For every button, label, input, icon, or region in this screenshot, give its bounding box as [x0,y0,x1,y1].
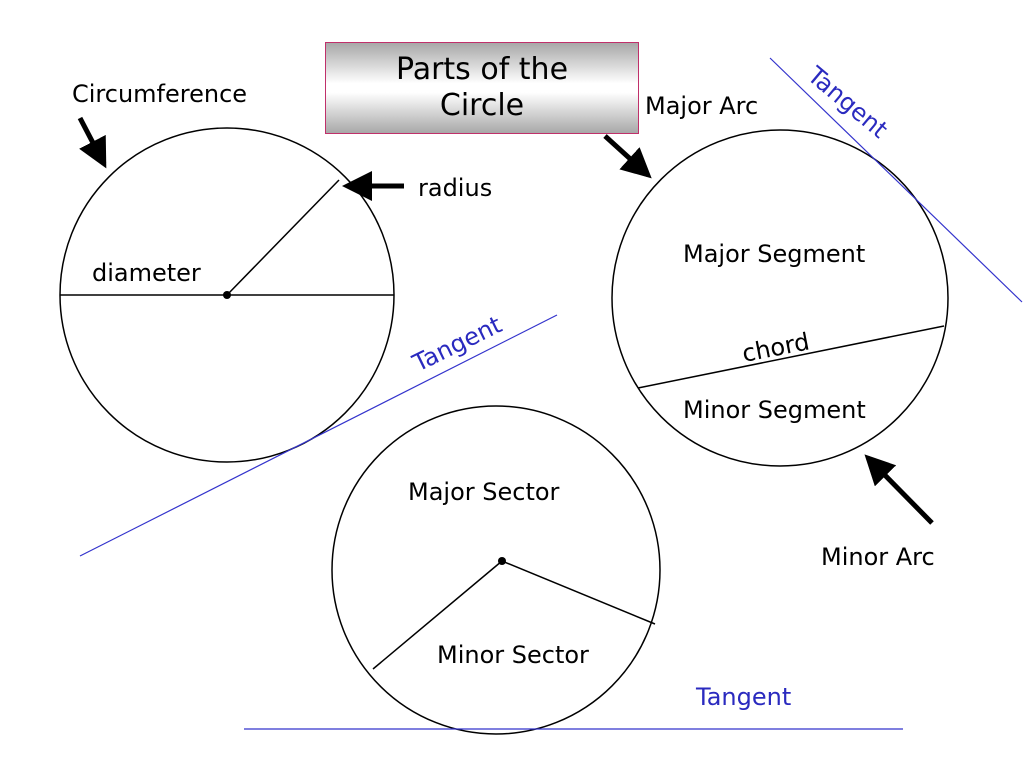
left-center-point [223,291,231,299]
chord-label: chord [740,327,812,367]
right-circle-group: Major Arc Tangent Major Segment chord Mi… [603,57,1023,571]
bottom-center-point [498,557,506,565]
bottom-circle [331,405,661,735]
minor-arc-label: Minor Arc [821,543,935,571]
radius-line [226,179,340,296]
sector-radius-right [501,560,656,625]
minor-sector-label: Minor Sector [437,641,589,669]
major-arc-arrow [603,134,652,179]
major-arc-label: Major Arc [645,92,758,120]
sector-radius-left [372,560,503,670]
radius-label: radius [418,174,492,202]
minor-arc-arrow [864,454,934,525]
title-box: Parts of the Circle [325,42,639,134]
major-segment-label: Major Segment [683,240,865,268]
chord-line [637,325,945,389]
circumference-arrow [77,116,107,169]
tangent-right-line [769,57,1023,303]
page-title: Parts of the Circle [395,52,569,123]
minor-segment-label: Minor Segment [683,396,866,424]
diameter-label: diameter [92,259,201,287]
tangent-left-line [79,314,558,557]
major-sector-label: Major Sector [408,478,560,506]
tangent-bottom-label: Tangent [695,683,791,711]
right-circle [611,129,949,467]
circumference-label: Circumference [72,80,247,108]
bottom-circle-group: Major Sector Minor Sector Tangent [244,405,903,735]
tangent-left-label: Tangent [407,310,506,377]
